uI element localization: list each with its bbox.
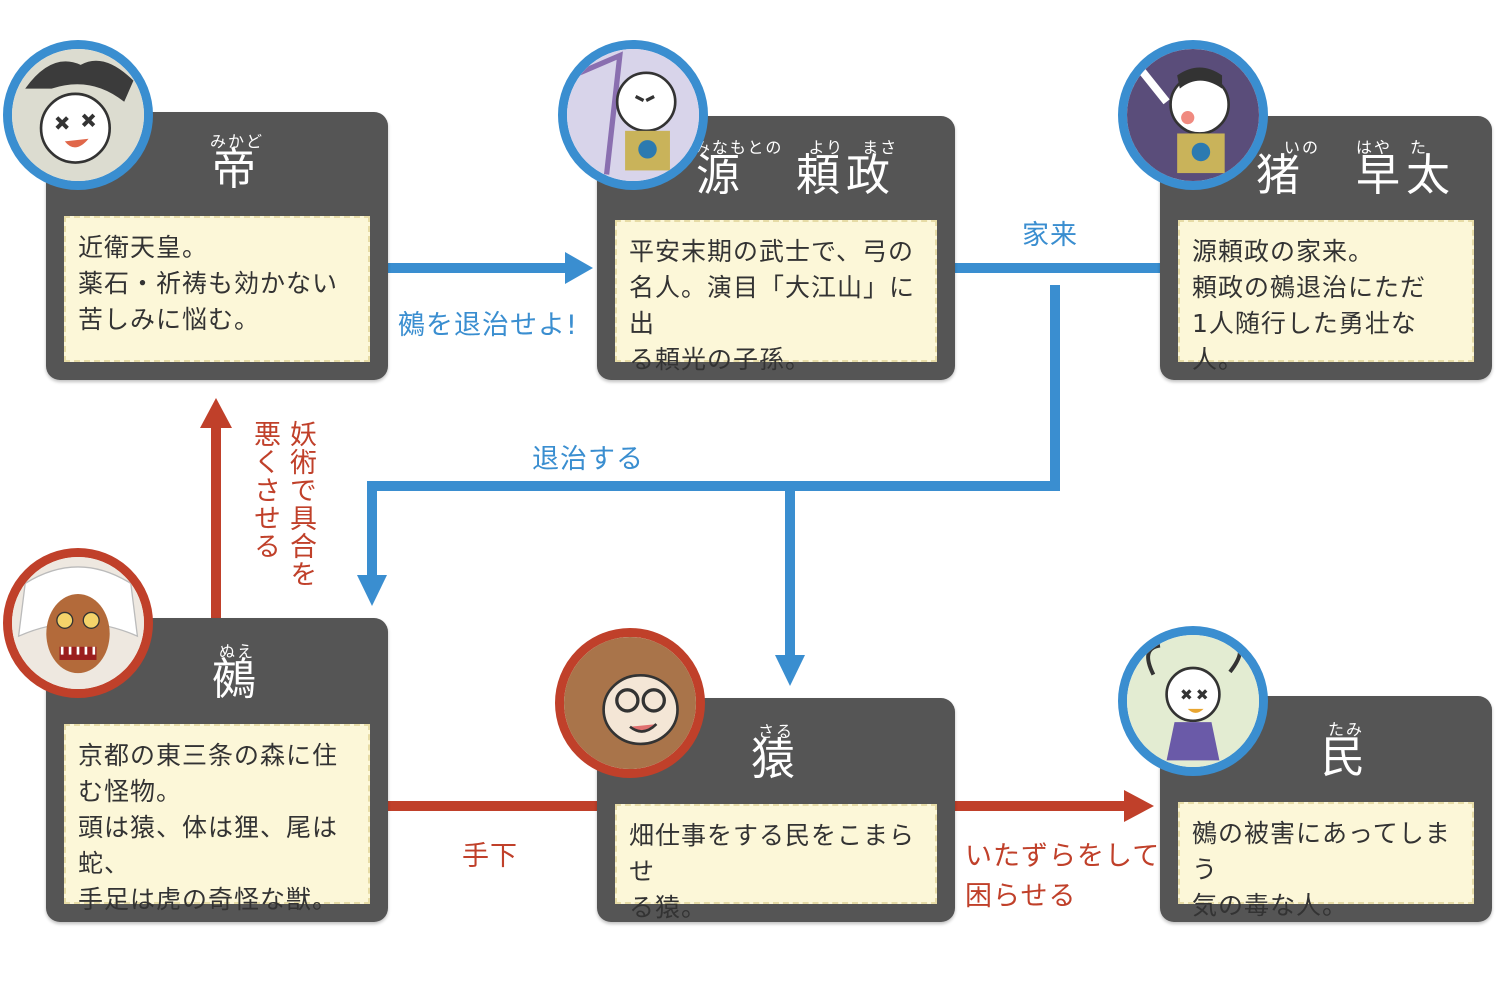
troubled-peasant-icon: [1118, 626, 1268, 776]
retainer-warrior-icon: [1118, 40, 1268, 190]
trouble-label-line1: いたずらをして: [965, 841, 1161, 872]
archer-samurai-icon: [558, 40, 708, 190]
character-description: 平安末期の武士で、弓の 名人。演目「大江山」に出 る頼光の子孫。: [615, 220, 937, 374]
character-description: 畑仕事をする民をこまらせ る猿。: [615, 804, 937, 922]
curse-label: 妖術で具合を悪くさせる: [249, 420, 316, 588]
minion-label: 手下: [462, 841, 518, 872]
monkey-icon: [555, 628, 705, 778]
trouble-arrowhead: [1124, 790, 1154, 822]
furigana: さる: [757, 722, 794, 741]
character-name: 猿: [751, 734, 801, 785]
curse-arrowhead: [200, 398, 232, 428]
sick-emperor-icon: [3, 40, 153, 190]
character-description: 京都の東三条の森に住 む怪物。 頭は猿、体は狸、尾は蛇、 手足は虎の奇怪な獣。: [64, 724, 370, 914]
furigana: みかど: [209, 132, 264, 151]
order-arrowhead: [565, 252, 593, 284]
character-description: 鵺の被害にあってしまう 気の毒な人。: [1178, 802, 1474, 920]
furigana: ぬえ: [218, 642, 255, 661]
character-name: 源 頼政: [696, 150, 896, 201]
character-description: 近衛天皇。 薬石・祈祷も効かない 苦しみに悩む。: [64, 216, 370, 362]
defeat-line: [367, 285, 1060, 578]
order-label: 鵺を退治せよ!: [398, 310, 578, 341]
character-name: 民: [1321, 732, 1371, 783]
character-card-saru: さる 猿 畑仕事をする民をこまらせ る猿。: [597, 698, 955, 922]
nue-monster-mask-icon: [3, 548, 153, 698]
character-card-mikado: みかど 帝 近衛天皇。 薬石・祈祷も効かない 苦しみに悩む。: [46, 112, 388, 380]
character-description: 源頼政の家来。 頼政の鵺退治にただ 1人随行した勇壮な人。: [1178, 220, 1474, 374]
defeat-arrowhead: [357, 575, 387, 606]
furigana: いの はや た: [1283, 138, 1428, 157]
character-card-yorimasa: みなもとの より まさ 源 頼政 平安末期の武士で、弓の 名人。演目「大江山」に…: [597, 116, 955, 380]
trouble-label-line2: 困らせる: [965, 881, 1077, 912]
furigana: みなもとの より まさ: [693, 138, 899, 157]
retainer-label: 家来: [1022, 220, 1078, 251]
defeat-branch-arrowhead: [775, 655, 805, 686]
character-name: 猪 早太: [1256, 150, 1456, 201]
furigana: たみ: [1327, 720, 1364, 739]
defeat-label: 退治する: [532, 444, 644, 475]
character-name: 帝: [212, 144, 262, 195]
character-name: 鵺: [212, 654, 262, 705]
